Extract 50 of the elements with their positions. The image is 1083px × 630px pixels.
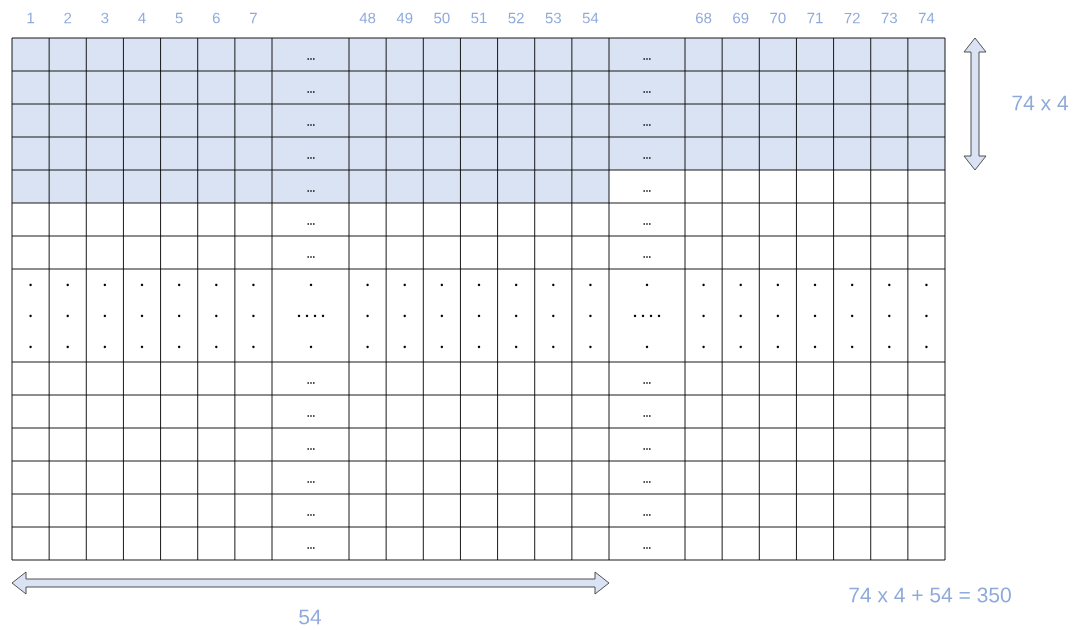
dimension-label: 74 x 4 + 54 = 350 [849, 587, 1011, 603]
ellipsis: ... [643, 481, 651, 483]
dimension-label: 54 [299, 609, 322, 625]
ellipsis: ... [307, 58, 315, 60]
ellipsis: ... [307, 157, 315, 159]
ellipsis: ... [307, 223, 315, 225]
ellipsis: ... [307, 448, 315, 450]
ellipsis: ... [643, 124, 651, 126]
ellipsis: ... [307, 481, 315, 483]
column-number: 50 [434, 12, 450, 24]
column-number: 3 [101, 12, 109, 24]
ellipsis: ... [307, 256, 315, 258]
column-number: 70 [770, 12, 786, 24]
column-number: 52 [508, 12, 524, 24]
column-number: 73 [881, 12, 897, 24]
column-number: 72 [844, 12, 860, 24]
ellipsis: ... [643, 190, 651, 192]
ellipsis: ... [643, 448, 651, 450]
ellipsis: ... [643, 382, 651, 384]
column-number: 74 [918, 12, 935, 24]
ellipsis: ... [643, 223, 651, 225]
ellipsis: ... [307, 124, 315, 126]
column-number: 51 [471, 12, 487, 24]
ellipsis: ... [643, 415, 651, 417]
ellipsis: ... [643, 157, 651, 159]
column-number: 5 [175, 12, 183, 24]
column-number: 54 [582, 12, 599, 24]
ellipsis: ... [643, 91, 651, 93]
ellipsis: ... [307, 415, 315, 417]
ellipsis: ... [643, 514, 651, 516]
ellipsis: ... [307, 547, 315, 549]
ellipsis: ... [643, 547, 651, 549]
ellipsis: ... [643, 58, 651, 60]
ellipsis: ... [307, 382, 315, 384]
dimension-label: 74 x 4 [1012, 95, 1068, 111]
ellipsis: ... [307, 190, 315, 192]
column-number: 69 [733, 12, 749, 24]
column-number: 53 [545, 12, 561, 24]
column-number: 1 [27, 12, 34, 24]
column-number: 71 [807, 12, 823, 24]
column-number: 68 [696, 12, 712, 24]
ellipsis: ... [307, 514, 315, 516]
ellipsis: ... [643, 256, 651, 258]
column-number: 4 [138, 12, 146, 24]
column-number: 48 [359, 12, 376, 24]
column-number: 7 [250, 12, 257, 24]
column-number: 2 [64, 12, 72, 24]
column-number: 49 [396, 12, 413, 24]
ellipsis: ... [307, 91, 315, 93]
column-number: 6 [212, 12, 220, 24]
